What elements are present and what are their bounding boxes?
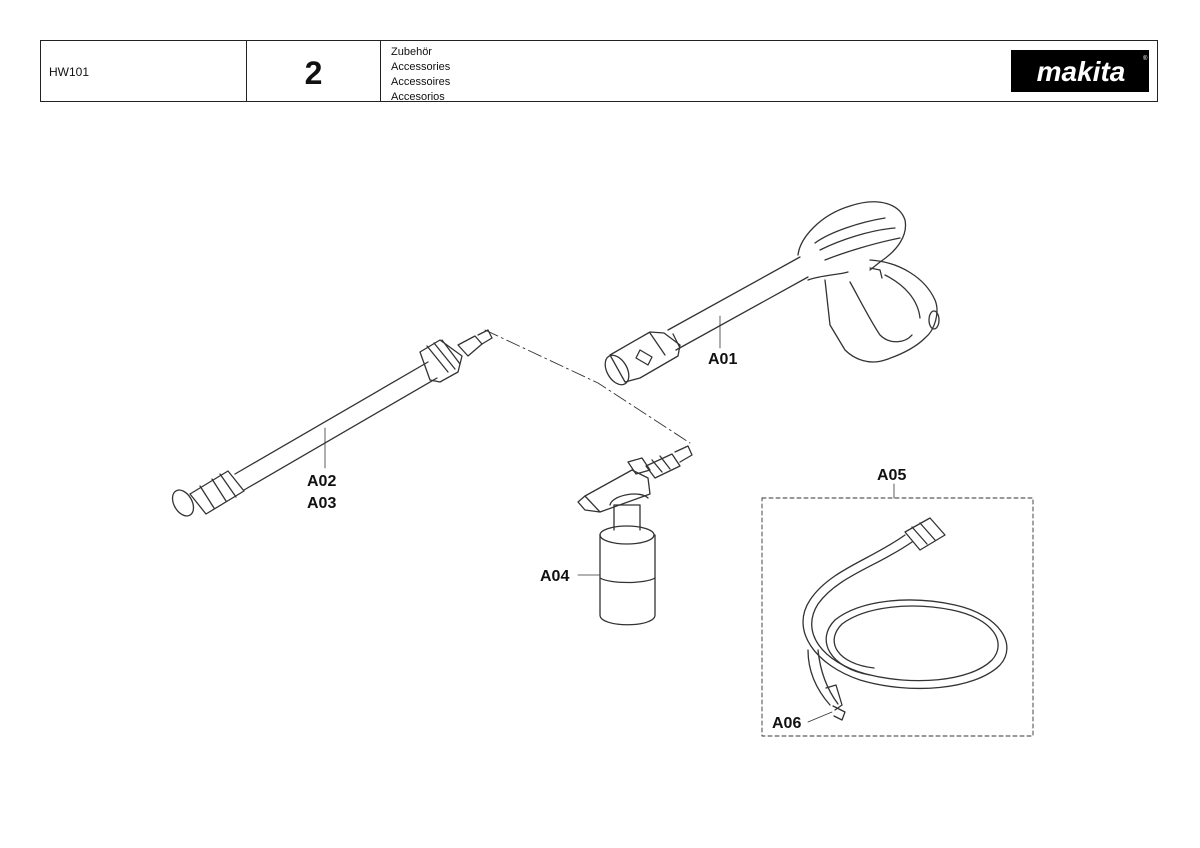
callout-a02: A02	[307, 473, 337, 490]
title-french: Accessoires	[391, 76, 451, 88]
trigger-gun	[604, 201, 940, 386]
logo-text: makita	[1037, 56, 1126, 87]
callout-a05: A05	[877, 467, 907, 484]
spray-lance	[171, 329, 493, 517]
callout-a04: A04	[540, 568, 570, 585]
callout-a01: A01	[708, 351, 738, 368]
logo-cell: makita ®	[1007, 41, 1157, 101]
page-number-cell: 2	[247, 41, 381, 101]
title-spanish: Accesorios	[391, 91, 445, 103]
hose-box	[761, 497, 1034, 737]
title-english: Accessories	[391, 61, 451, 73]
high-pressure-hose	[802, 517, 1008, 721]
page-number: 2	[304, 54, 323, 91]
title-german: Zubehör	[391, 46, 432, 58]
title-block: HW101 2 Zubehör Accessories Accessoires …	[40, 40, 1158, 103]
model-number: HW101	[49, 65, 90, 79]
section-titles: Zubehör Accessories Accessoires Accesori…	[381, 41, 1007, 103]
assembly-line	[484, 329, 691, 444]
callout-a06: A06	[772, 715, 802, 732]
callout-a03: A03	[307, 495, 337, 512]
makita-logo: makita ®	[1011, 50, 1149, 92]
svg-text:®: ®	[1143, 55, 1148, 62]
foam-bottle	[577, 445, 693, 626]
model-cell: HW101	[41, 41, 247, 101]
